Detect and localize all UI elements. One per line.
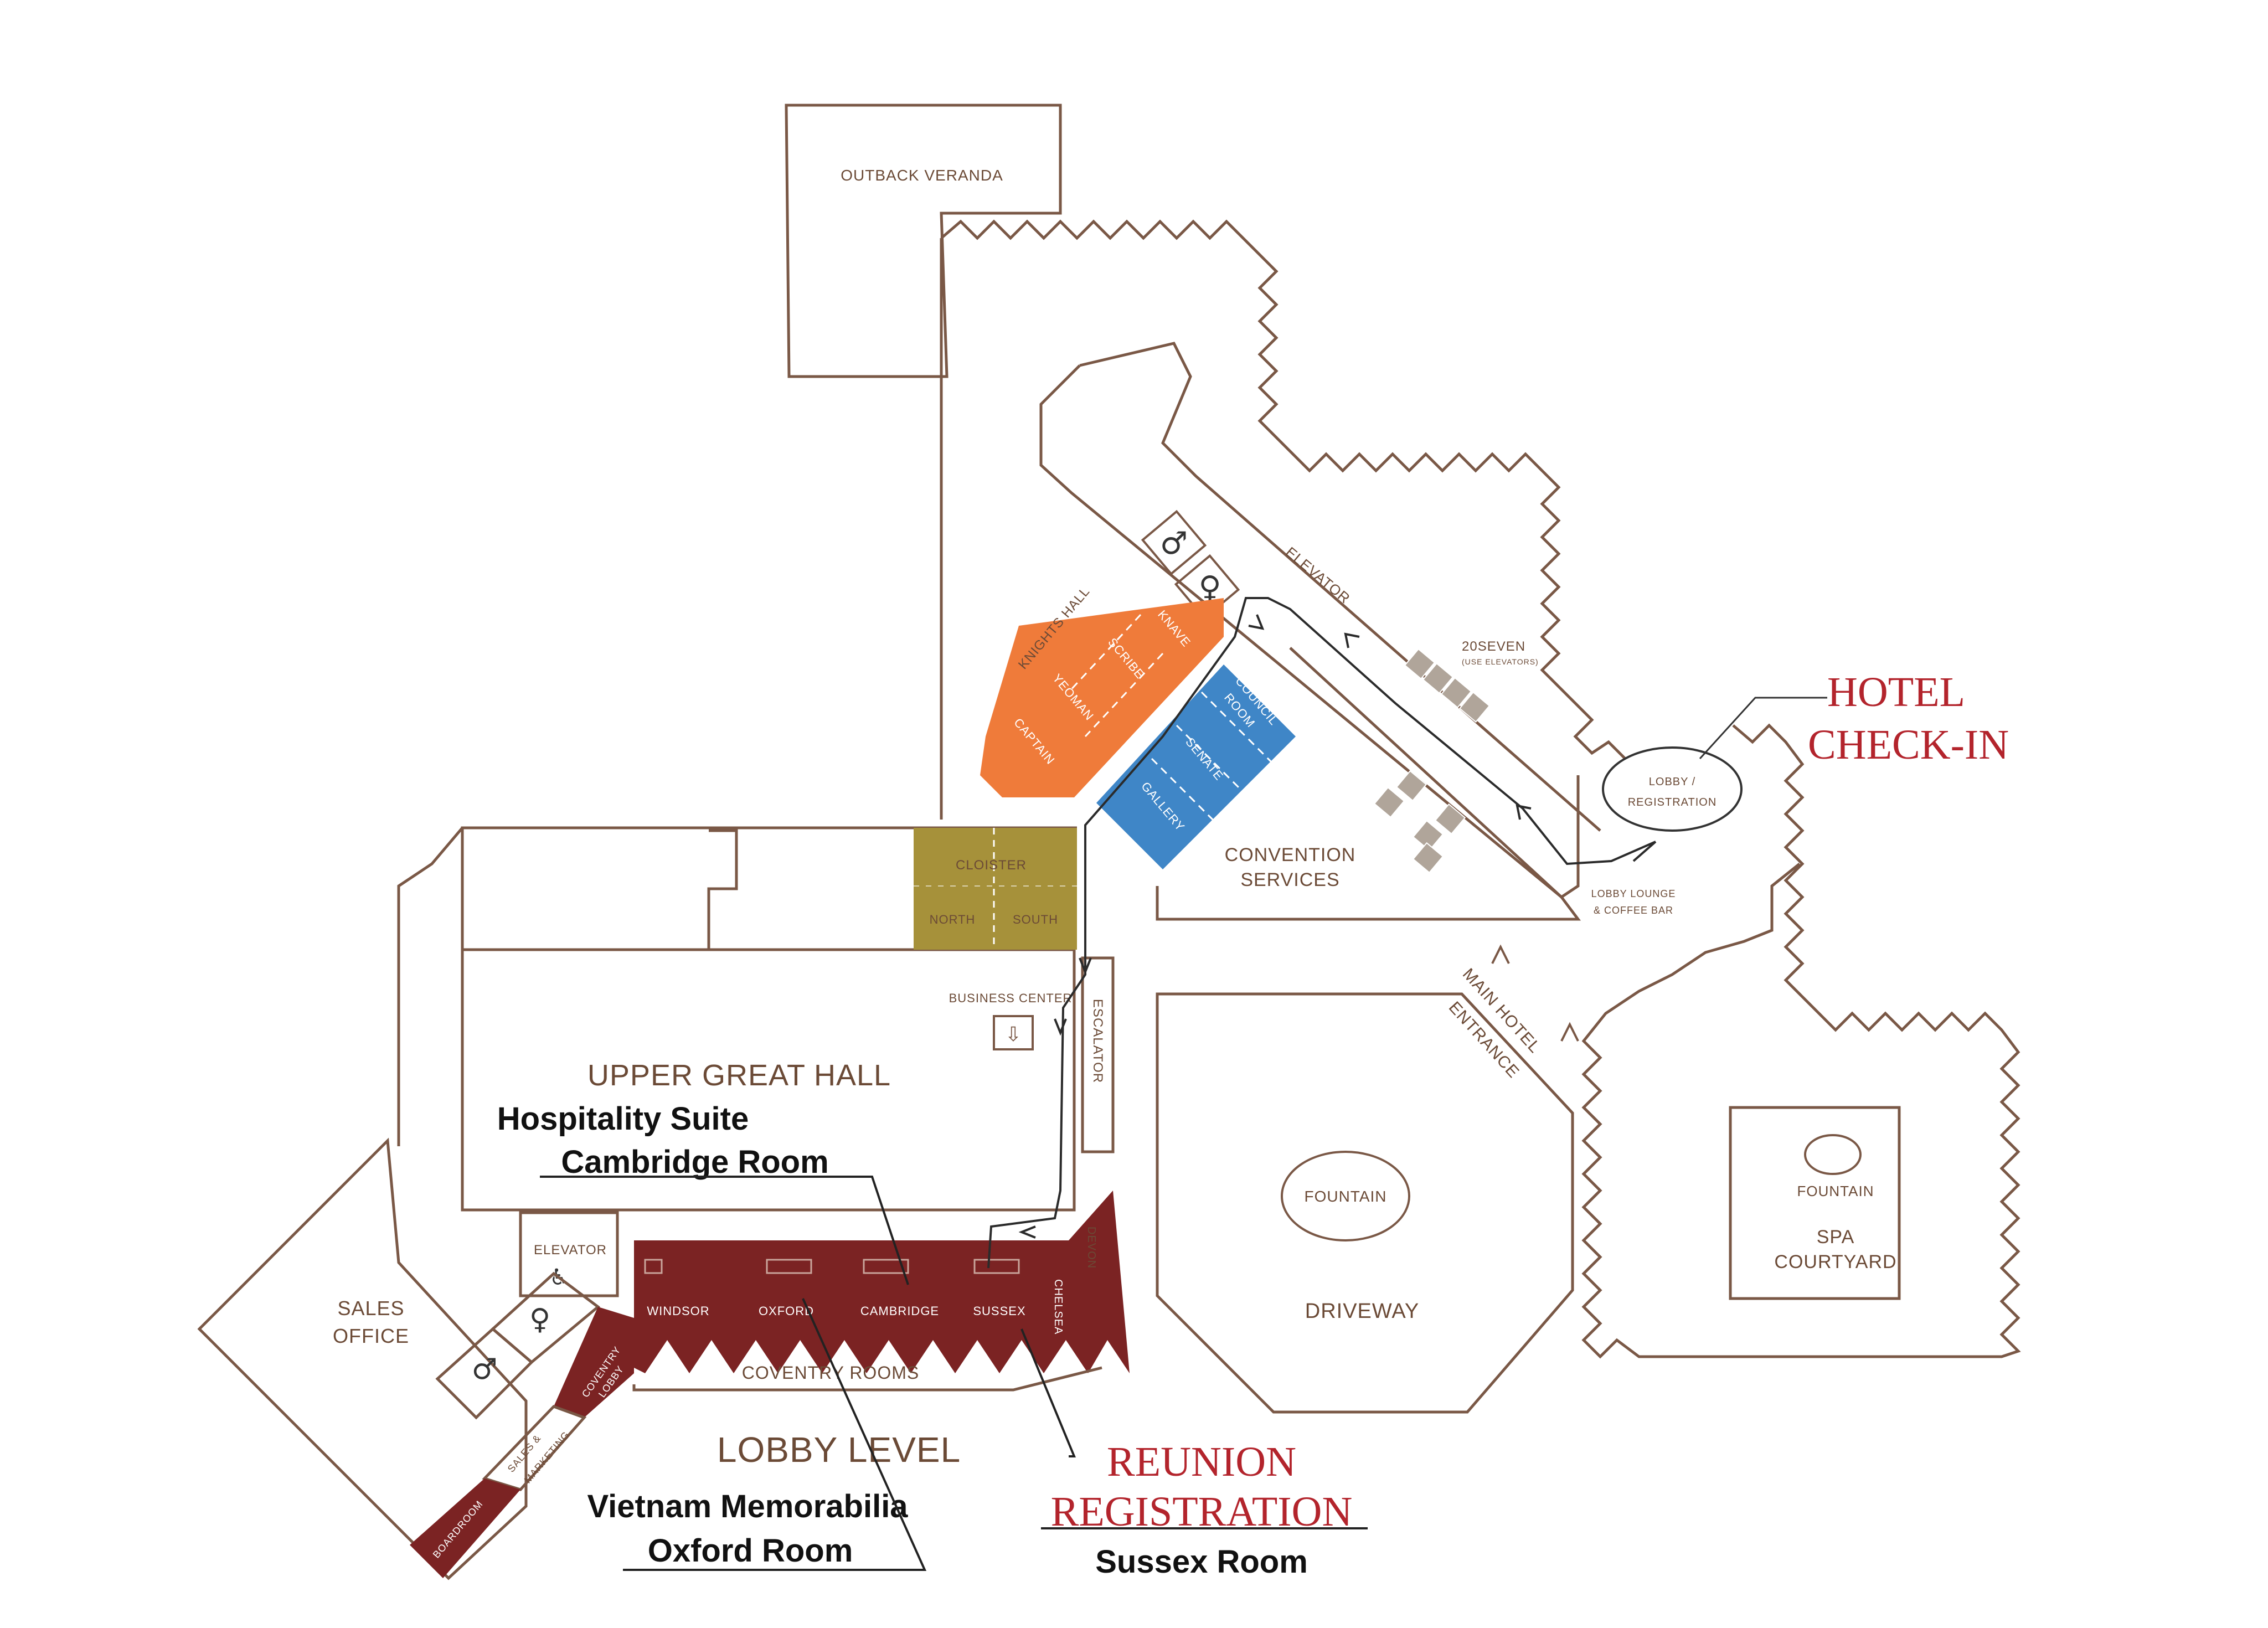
lobby-registration-label: LOBBY / (1649, 776, 1695, 788)
vietnam-callout: Vietnam Memorabilia Oxford Room (587, 1298, 927, 1571)
hotel-checkin-label-2: CHECK-IN (1808, 722, 2009, 768)
twenty-seven-note: (USE ELEVATORS) (1462, 657, 1539, 666)
elevator-left-label: ELEVATOR (534, 1243, 607, 1258)
twenty-seven-label: 20SEVEN (1462, 639, 1525, 654)
business-center-icon: ⇩ (1005, 1023, 1022, 1046)
restroom-men-icon: ♂ (1160, 526, 1188, 561)
elevator-top-label: ELEVATOR (1282, 544, 1353, 607)
reunion-callout: REUNION REGISTRATION Sussex Room (1020, 1328, 1368, 1580)
lobby-level-label: LOBBY LEVEL (717, 1430, 961, 1470)
sales-office-label: SALES (337, 1297, 404, 1320)
south-label: SOUTH (1013, 913, 1058, 926)
spa-courtyard-label: COURTYARD (1774, 1251, 1896, 1272)
hospitality-room-label: Cambridge Room (561, 1144, 828, 1180)
spa-label: SPA (1817, 1227, 1855, 1248)
vietnam-label: Vietnam Memorabilia (587, 1488, 908, 1524)
convention-services-label: CONVENTION (1225, 844, 1356, 865)
coventry-rooms-label: COVENTRY ROOMS (742, 1363, 919, 1383)
sales-marketing-label-2: MARKETING (522, 1429, 572, 1486)
outback-veranda-label: OUTBACK VERANDA (841, 167, 1003, 184)
upper-great-hall-label: UPPER GREAT HALL (587, 1059, 891, 1092)
lobby-registration: LOBBY / REGISTRATION LOBBY LOUNGE & COFF… (1591, 746, 1743, 916)
sussex-label: SUSSEX (973, 1304, 1025, 1318)
hotel-checkin-label: HOTEL (1827, 669, 1965, 715)
restrooms-top: ♂ ♀ (1141, 509, 1240, 620)
devon-label: DEVON (1085, 1227, 1097, 1269)
reunion-label: REUNION (1107, 1439, 1296, 1485)
vietnam-room-label: Oxford Room (648, 1533, 853, 1569)
fountain-spa-label: FOUNTAIN (1797, 1183, 1874, 1199)
fountain-center-label: FOUNTAIN (1304, 1188, 1386, 1205)
restroom-men-left-icon: ♂ (472, 1353, 498, 1386)
hospitality-callout: Hospitality Suite Cambridge Room (497, 1101, 909, 1285)
driveway: FOUNTAIN DRIVEWAY MAIN HOTEL ENTRANCE (1156, 965, 1574, 1414)
driveway-label: DRIVEWAY (1305, 1300, 1419, 1323)
north-label: NORTH (930, 913, 976, 926)
route-path (987, 597, 1657, 1269)
sales-office-label-2: OFFICE (333, 1325, 409, 1347)
chelsea-label: CHELSEA (1052, 1279, 1064, 1335)
windsor-label: WINDSOR (647, 1304, 709, 1318)
lobby-lounge-label-2: & COFFEE BAR (1594, 905, 1673, 916)
sales-office: SALES OFFICE ELEVATOR ♿ ♂ ♀ (197, 1137, 619, 1580)
upper-great-hall: UPPER GREAT HALL CLOISTER NORTH SOUTH BU… (397, 826, 1077, 1212)
cloister-label: CLOISTER (956, 858, 1027, 873)
escalator: ESCALATOR (1081, 956, 1115, 1153)
oxford-label: OXFORD (759, 1304, 814, 1318)
convention-services-label-2: SERVICES (1240, 869, 1339, 890)
cambridge-label: CAMBRIDGE (860, 1304, 939, 1318)
escalator-label: ESCALATOR (1090, 999, 1105, 1083)
outback-veranda: OUTBACK VERANDA (785, 104, 1062, 378)
restroom-women-left-icon: ♀ (529, 1303, 550, 1336)
hotel-checkin-callout: HOTEL CHECK-IN (1699, 669, 2009, 768)
business-center-label: BUSINESS CENTER (949, 991, 1073, 1005)
convention-services: CONVENTION SERVICES (1156, 647, 1581, 921)
sussex-room-label: Sussex Room (1095, 1544, 1308, 1580)
spa-courtyard: FOUNTAIN SPA COURTYARD (1729, 1106, 1901, 1300)
lobby-lounge-label: LOBBY LOUNGE (1591, 888, 1676, 899)
main-entrance-label: MAIN HOTEL (1459, 965, 1544, 1057)
hospitality-label: Hospitality Suite (497, 1101, 749, 1137)
lobby-registration-label-2: REGISTRATION (1628, 796, 1717, 808)
twenty-seven: 20SEVEN (USE ELEVATORS) (1373, 639, 1539, 874)
